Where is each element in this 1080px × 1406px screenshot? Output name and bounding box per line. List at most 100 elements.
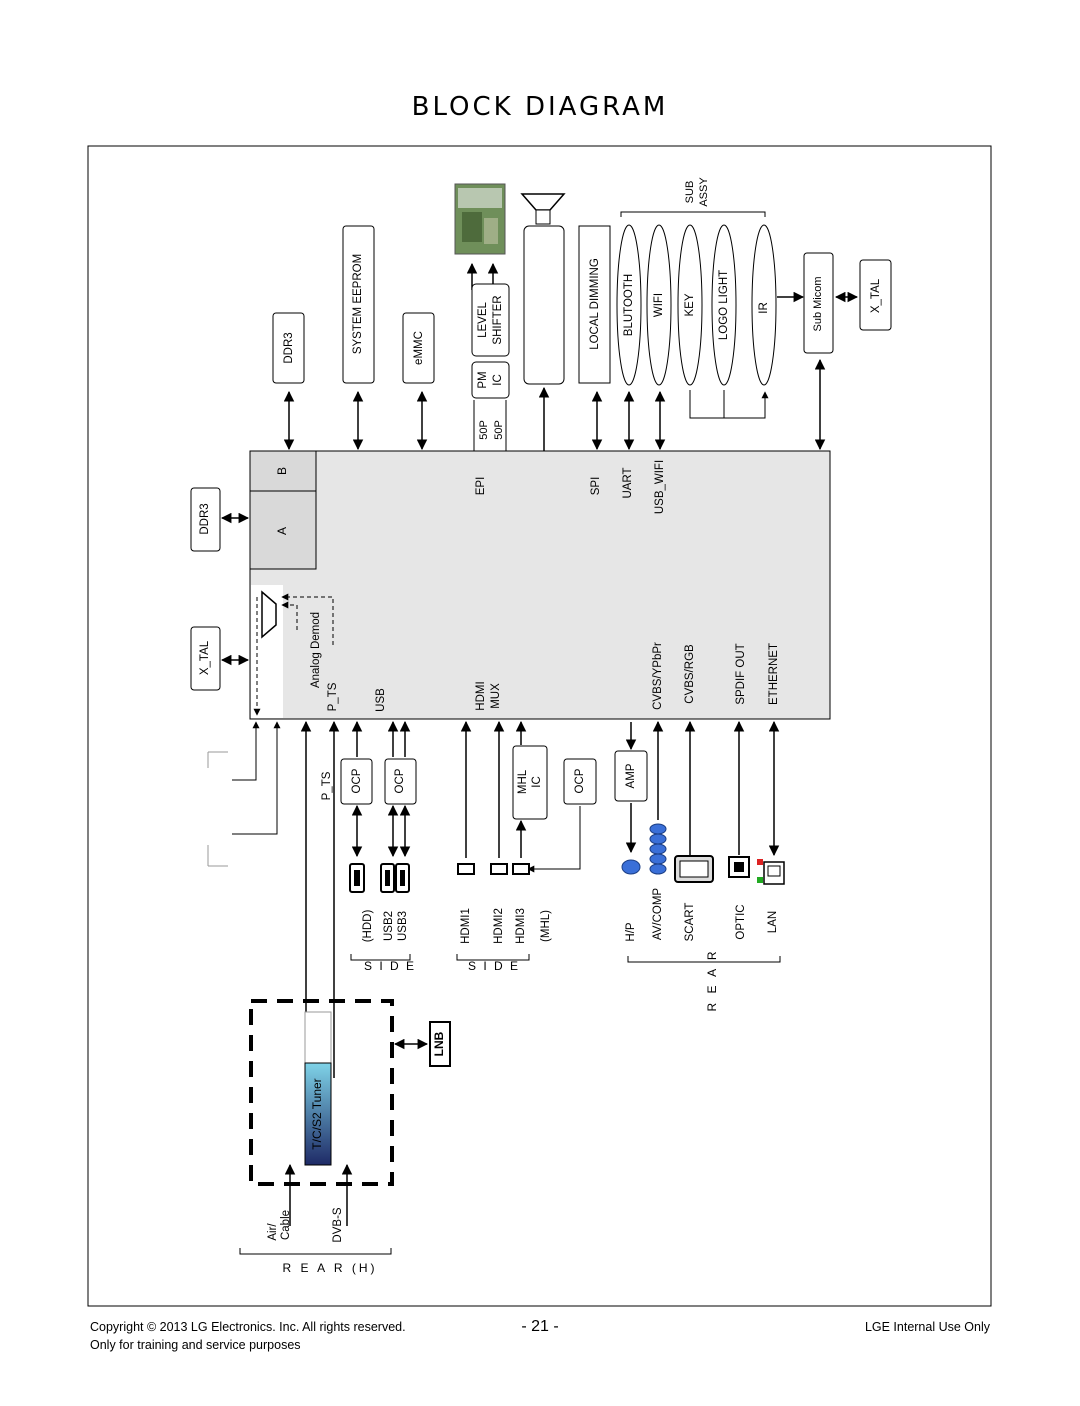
sub-micom-label: Sub Micom (812, 276, 824, 331)
soc-uart-label: UART (622, 467, 634, 498)
soc-epi-label: EPI (475, 477, 487, 496)
av-comp-jacks-icon (649, 823, 667, 875)
rear-h-group-label: R E A R (H) (282, 1261, 377, 1275)
analog-demod-label: Analog Demod (310, 612, 322, 688)
lnb-block (429, 1021, 451, 1067)
x-tal-left-label: X_TAL (199, 640, 211, 675)
mhl-connector-label: (MHL) (540, 910, 552, 942)
key-block (677, 224, 703, 386)
soc-cvbs-ypbpr-label: CVBS/YPbPr (652, 642, 664, 710)
logo-light-label: LOGO LIGHT (718, 270, 730, 340)
logo-light-block (711, 224, 737, 386)
footer-training: Only for training and service purposes (90, 1338, 301, 1352)
ocp-mhl-label: OCP (574, 768, 586, 793)
tuner-label: T/C/S2 Tuner (310, 1078, 324, 1149)
ir-block (751, 224, 777, 386)
ddr3-top-label: DDR3 (283, 332, 295, 363)
amp-label: AMP (625, 763, 637, 788)
local-dimming-label: LOCAL DIMMING (589, 258, 601, 350)
mhl-ic-label: IC (531, 776, 543, 788)
hdmi2-label: HDMI2 (493, 908, 505, 944)
level-label: LEVEL (477, 301, 489, 337)
ddr3-left-block (190, 487, 221, 552)
key-label: KEY (684, 293, 696, 316)
diagram-frame (87, 145, 992, 1307)
page-title: BLOCK DIAGRAM (411, 92, 669, 122)
sub-label: SUB (684, 181, 696, 204)
cable-label: Cable (280, 1210, 292, 1240)
ocp-mhl-block (563, 758, 597, 805)
amp-block (614, 750, 648, 802)
wifi-label: WIFI (653, 293, 665, 317)
wifi-block (646, 224, 672, 386)
system-eeprom-block (342, 225, 375, 384)
soc-a-section (249, 450, 317, 570)
mhl-label: MHL (517, 769, 529, 794)
soc-ethernet-label: ETHERNET (768, 643, 780, 705)
soc-usb-label: USB (375, 688, 387, 712)
soc-cvbs-rgb-label: CVBS/RGB (684, 644, 696, 704)
ddr3-left-label: DDR3 (199, 503, 211, 534)
ocp-usb2-label: OCP (394, 768, 406, 793)
usb2-label: USB2 (383, 911, 395, 941)
headphone-jack-icon (621, 859, 641, 875)
soc-p-ts-label: P_TS (327, 682, 339, 711)
sub-micom-block (803, 252, 834, 354)
x-tal-left-block (190, 626, 221, 691)
p-ts-bottom-label: P_TS (321, 771, 333, 800)
footer-internal-use: LGE Internal Use Only (864, 1320, 990, 1334)
ocp-usb1-label: OCP (351, 768, 363, 793)
lnb-label: LNB (432, 1031, 446, 1056)
side-group-2-label: S I D E (468, 959, 520, 973)
ir-label: IR (758, 302, 770, 314)
soc-spi-label: SPI (590, 477, 602, 496)
assy-label: ASSY (698, 177, 710, 207)
epi-pin-2: 50P (493, 420, 505, 440)
optic-label: OPTIC (735, 904, 747, 939)
soc-mux-label: MUX (490, 683, 502, 709)
pm-label: PM (477, 371, 489, 388)
hdd-label: (HDD) (362, 910, 374, 943)
tuner-block (304, 1062, 332, 1166)
emmc-label: eMMC (413, 331, 425, 365)
hdmi1-label: HDMI1 (460, 908, 472, 944)
hdmi2-connector-icon (490, 863, 508, 875)
rear-group-label: R E A R (705, 948, 719, 1011)
ocp-usb1-block (340, 758, 373, 805)
x-tal-right-label: X_TAL (870, 278, 882, 313)
soc-usb-wifi-label: USB_WIFI (654, 460, 666, 514)
usb3-label: USB3 (397, 911, 409, 941)
lan-label: LAN (767, 911, 779, 933)
footer-page-number: - 21 - (521, 1318, 559, 1335)
air-label: Air/ (267, 1223, 279, 1241)
emmc-block (402, 312, 435, 384)
bluetooth-block (616, 224, 642, 386)
hdmi3-connector-icon (512, 863, 530, 875)
side-group-1-label: S I D E (364, 959, 416, 973)
soc-b-label: B (275, 467, 289, 475)
level-shifter-block (471, 283, 510, 357)
ddr3-top-block (272, 312, 305, 384)
bluetooth-label: BLUTOOTH (623, 274, 635, 336)
scart-label: SCART (684, 903, 696, 942)
soc-a-label: A (275, 527, 289, 535)
av-comp-label: AV/COMP (652, 888, 664, 941)
hdmi1-connector-icon (457, 863, 475, 875)
x-tal-right-block (859, 259, 892, 331)
ocp-usb2-block (384, 758, 417, 805)
pm-ic-block (471, 361, 510, 399)
ic-label: IC (492, 374, 504, 386)
shifter-label: SHIFTER (492, 295, 504, 344)
soc-spdif-out-label: SPDIF OUT (735, 643, 747, 704)
mhl-ic-block (512, 745, 548, 820)
hp-label: H/P (625, 922, 637, 942)
speaker-icon (520, 193, 566, 211)
dvb-s-label: DVB-S (332, 1207, 344, 1242)
epi-pin-1: 50P (478, 420, 490, 440)
footer-copyright: Copyright © 2013 LG Electronics. Inc. Al… (90, 1320, 406, 1334)
local-dimming-block (578, 225, 611, 384)
soc-block (249, 450, 831, 720)
speaker-block (523, 225, 565, 385)
analog-demod-symbol (261, 590, 277, 639)
